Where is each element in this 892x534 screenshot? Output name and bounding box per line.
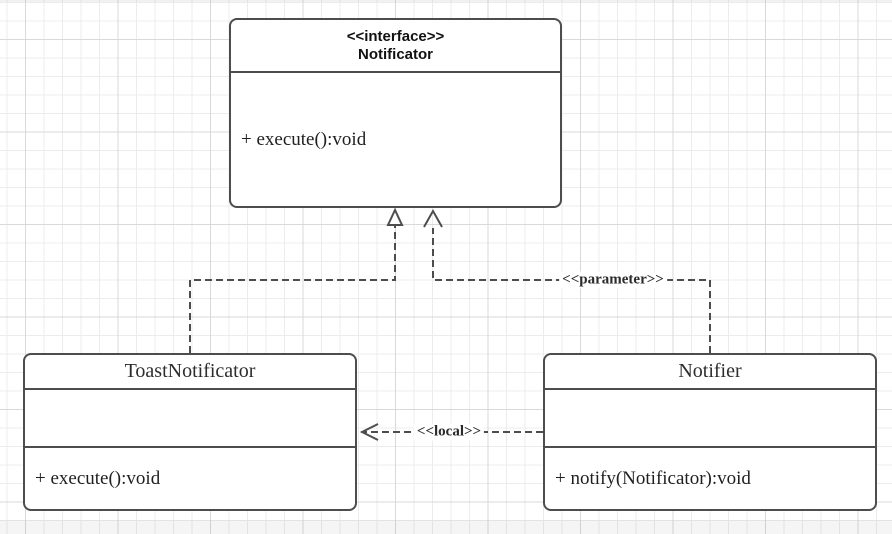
method-text: + execute():void	[241, 128, 367, 150]
class-notificator[interactable]: <<interface>> Notificator + execute():vo…	[229, 18, 562, 208]
methods-compartment: + notify(Notificator):void	[545, 448, 875, 509]
hollow-triangle-arrowhead	[386, 207, 404, 226]
methods-compartment: + execute():void	[25, 448, 355, 509]
page-boundary-bottom	[0, 520, 892, 534]
open-arrowhead	[423, 208, 443, 228]
attributes-compartment	[25, 390, 355, 448]
class-header: <<interface>> Notificator	[231, 20, 560, 73]
class-toastnotificator[interactable]: ToastNotificator + execute():void	[23, 353, 357, 511]
method-text: + notify(Notificator):void	[555, 467, 751, 489]
class-name: ToastNotificator	[25, 355, 355, 390]
page-boundary-top	[0, 0, 892, 2]
attributes-compartment	[545, 390, 875, 448]
local-stereotype-label[interactable]: <<local>>	[413, 423, 485, 441]
stereotype-text: <<interface>>	[346, 27, 445, 45]
methods-compartment: + execute():void	[231, 73, 560, 206]
method-text: + execute():void	[35, 467, 161, 489]
class-name: Notifier	[545, 355, 875, 390]
open-arrowhead	[359, 423, 379, 441]
class-name: Notificator	[358, 45, 433, 63]
dependency-parameter-path	[432, 228, 711, 353]
realization-edge[interactable]	[189, 207, 404, 353]
class-notifier[interactable]: Notifier + notify(Notificator):void	[543, 353, 877, 511]
realization-path	[189, 226, 396, 353]
parameter-stereotype-label[interactable]: <<parameter>>	[559, 271, 667, 289]
